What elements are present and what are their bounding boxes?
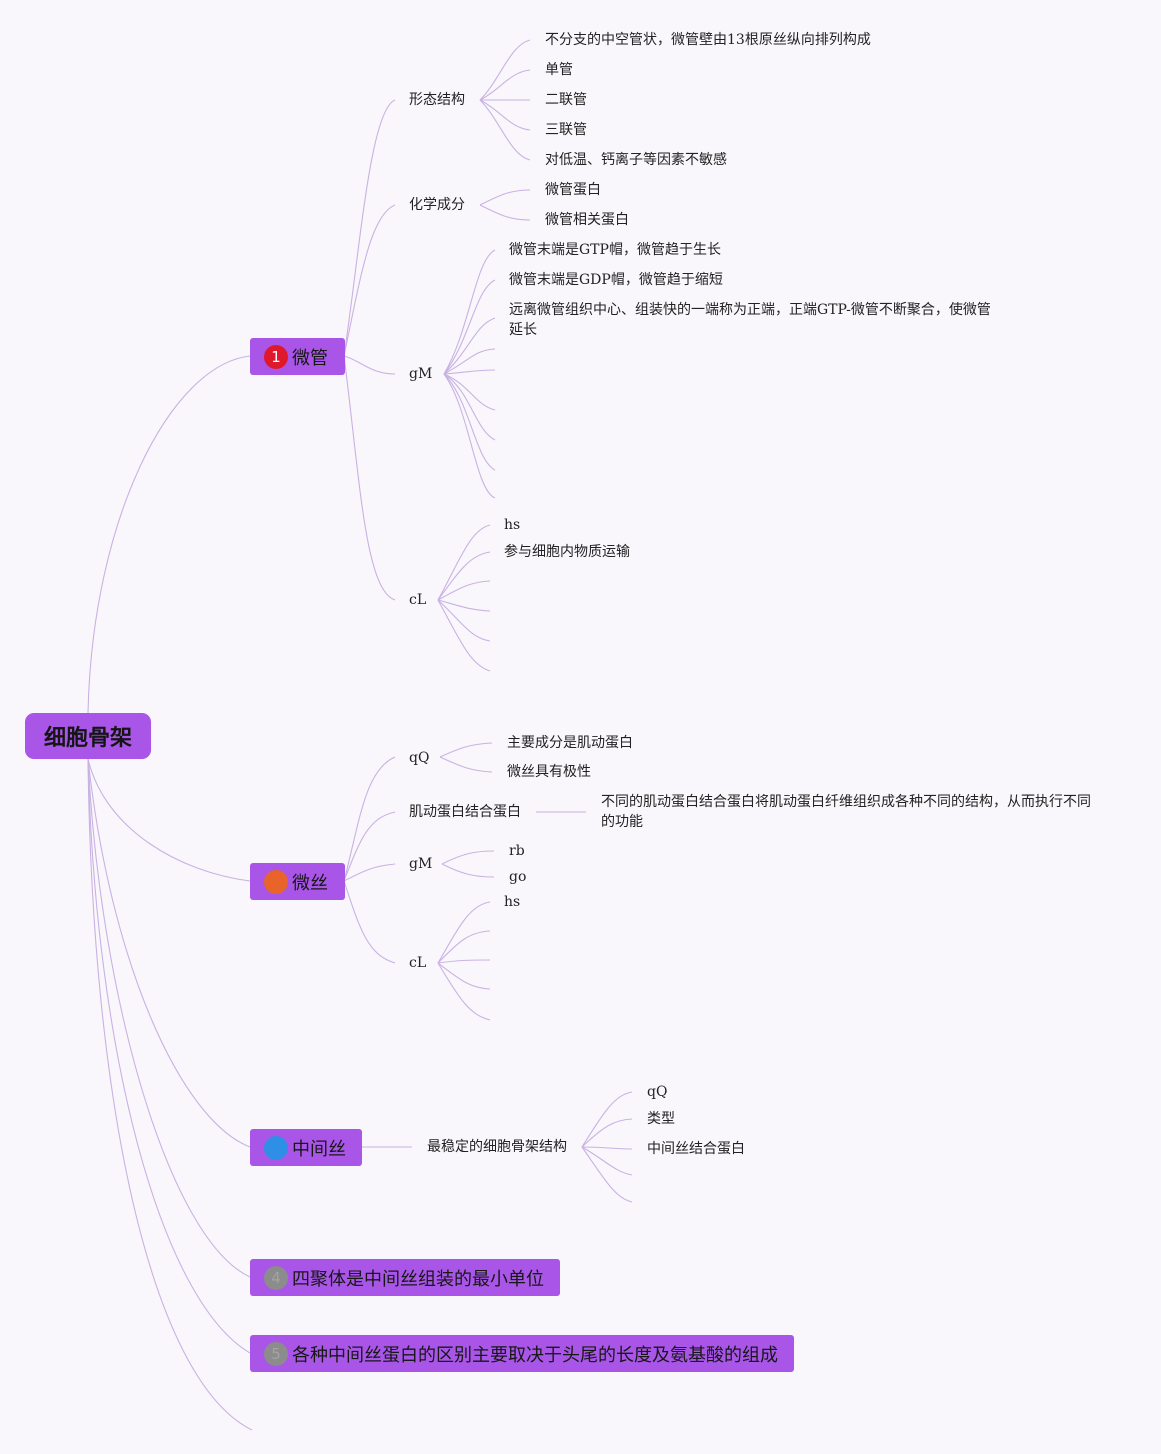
branch-microtubule-label: 微管 xyxy=(292,347,328,369)
number-badge-5: 5 xyxy=(264,1341,288,1366)
number-badge-4: 4 xyxy=(264,1265,288,1290)
leaf-mf-gm-1[interactable]: rb xyxy=(509,843,525,859)
node-microfilament-gm[interactable]: gM xyxy=(409,856,433,872)
number-badge-2: 2 xyxy=(264,869,288,894)
leaf-gm-3[interactable]: 远离微管组织中心、组装快的一端称为正端，正端GTP-微管不断聚合，使微管延长 xyxy=(509,302,991,338)
number-badge-3: 3 xyxy=(264,1135,288,1160)
node-microfilament-cl[interactable]: cL xyxy=(409,955,427,971)
root-label: 细胞骨架 xyxy=(43,726,132,751)
leaf-gm-2[interactable]: 微管末端是GDP帽，微管趋于缩短 xyxy=(509,272,723,288)
branch-microfilament-label: 微丝 xyxy=(292,872,328,894)
branch-tetramer-label: 四聚体是中间丝组装的最小单位 xyxy=(292,1268,544,1290)
link-root-microtubule xyxy=(87,355,251,714)
node-microtubule-gm[interactable]: gM xyxy=(409,366,433,382)
branch-tetramer[interactable]: 4 四聚体是中间丝组装的最小单位 xyxy=(250,1259,560,1296)
leaf-morphology-4[interactable]: 三联管 xyxy=(545,122,587,138)
link-root-tetramer xyxy=(87,758,251,1278)
branch-microfilament[interactable]: 2 微丝 xyxy=(250,863,345,900)
leaf-stable-3[interactable]: 中间丝结合蛋白 xyxy=(647,1141,745,1157)
leaf-stable-2[interactable]: 类型 xyxy=(647,1111,675,1127)
node-chemistry[interactable]: 化学成分 xyxy=(409,197,465,213)
leaf-chemistry-2[interactable]: 微管相关蛋白 xyxy=(545,212,629,228)
branch-difference-label: 各种中间丝蛋白的区别主要取决于头尾的长度及氨基酸的组成 xyxy=(292,1344,778,1366)
link-root-extra xyxy=(87,758,253,1431)
root-node[interactable]: 细胞骨架 xyxy=(25,713,151,759)
leaf-morphology-5[interactable]: 对低温、钙离子等因素不敏感 xyxy=(545,152,727,168)
link-root-difference xyxy=(87,758,251,1354)
node-morphology[interactable]: 形态结构 xyxy=(409,92,465,108)
leaf-mf-cl-1[interactable]: hs xyxy=(504,894,521,910)
link-root-microfilament xyxy=(87,758,251,882)
node-microfilament-qq[interactable]: qQ xyxy=(409,750,430,766)
number-badge-1: 1 xyxy=(264,344,288,369)
leaf-morphology-1[interactable]: 不分支的中空管状，微管壁由13根原丝纵向排列构成 xyxy=(545,32,871,48)
link-root-intermediate xyxy=(87,758,251,1148)
branch-intermediate[interactable]: 3 中间丝 xyxy=(250,1129,362,1166)
leaf-qq-1[interactable]: 主要成分是肌动蛋白 xyxy=(507,735,633,751)
leaf-chemistry-1[interactable]: 微管蛋白 xyxy=(545,182,601,198)
branch-intermediate-label: 中间丝 xyxy=(292,1138,346,1160)
node-most-stable[interactable]: 最稳定的细胞骨架结构 xyxy=(427,1139,567,1155)
leaf-qq-2[interactable]: 微丝具有极性 xyxy=(507,764,591,780)
node-actin-binding[interactable]: 肌动蛋白结合蛋白 xyxy=(409,804,521,820)
leaf-actin-binding-1[interactable]: 不同的肌动蛋白结合蛋白将肌动蛋白纤维组织成各种不同的结构，从而执行不同的功能 xyxy=(601,794,1091,830)
leaf-morphology-2[interactable]: 单管 xyxy=(545,62,573,78)
leaf-gm-1[interactable]: 微管末端是GTP帽，微管趋于生长 xyxy=(509,242,721,258)
leaf-mf-gm-2[interactable]: go xyxy=(509,869,527,885)
branch-difference[interactable]: 5 各种中间丝蛋白的区别主要取决于头尾的长度及氨基酸的组成 xyxy=(250,1335,794,1372)
node-microtubule-cl[interactable]: cL xyxy=(409,592,427,608)
leaf-morphology-3[interactable]: 二联管 xyxy=(545,92,587,108)
leaf-stable-1[interactable]: qQ xyxy=(647,1084,668,1100)
branch-microtubule[interactable]: 1 微管 xyxy=(250,338,345,375)
leaf-cl-1[interactable]: hs xyxy=(504,517,521,533)
leaf-cl-2[interactable]: 参与细胞内物质运输 xyxy=(504,544,630,560)
